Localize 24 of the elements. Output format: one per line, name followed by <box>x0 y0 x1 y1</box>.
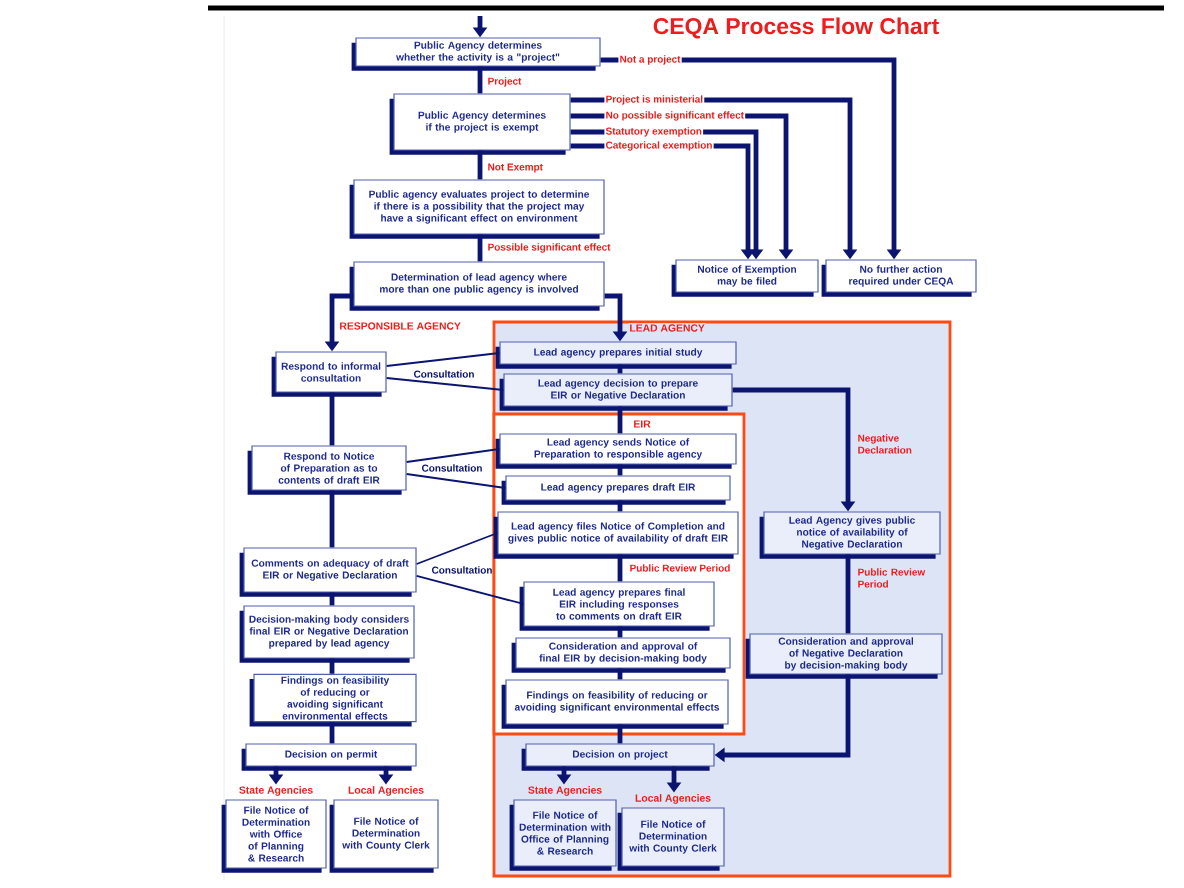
connector-line <box>617 724 623 744</box>
connector-line <box>405 473 507 489</box>
connector-line <box>477 234 483 262</box>
connector-line <box>385 377 505 391</box>
connector-line <box>845 554 851 634</box>
connector-line <box>617 668 623 680</box>
connector-line <box>617 500 623 512</box>
connector-line <box>617 364 623 374</box>
connector-line <box>405 448 501 463</box>
connector-line <box>477 66 483 94</box>
connector-line <box>385 352 501 367</box>
connector-line <box>329 392 335 446</box>
connector-line <box>415 575 525 605</box>
connector-line <box>329 658 335 674</box>
connector-line <box>477 150 483 180</box>
connector-line <box>415 532 499 565</box>
connector-line <box>329 490 335 548</box>
connector-line <box>617 554 623 582</box>
connector-line <box>329 722 335 744</box>
connector-line <box>617 626 623 638</box>
connector-line <box>617 464 623 476</box>
connector-line <box>617 406 623 434</box>
chart-title: CEQA Process Flow Chart <box>653 17 939 39</box>
connector-line <box>329 592 335 606</box>
